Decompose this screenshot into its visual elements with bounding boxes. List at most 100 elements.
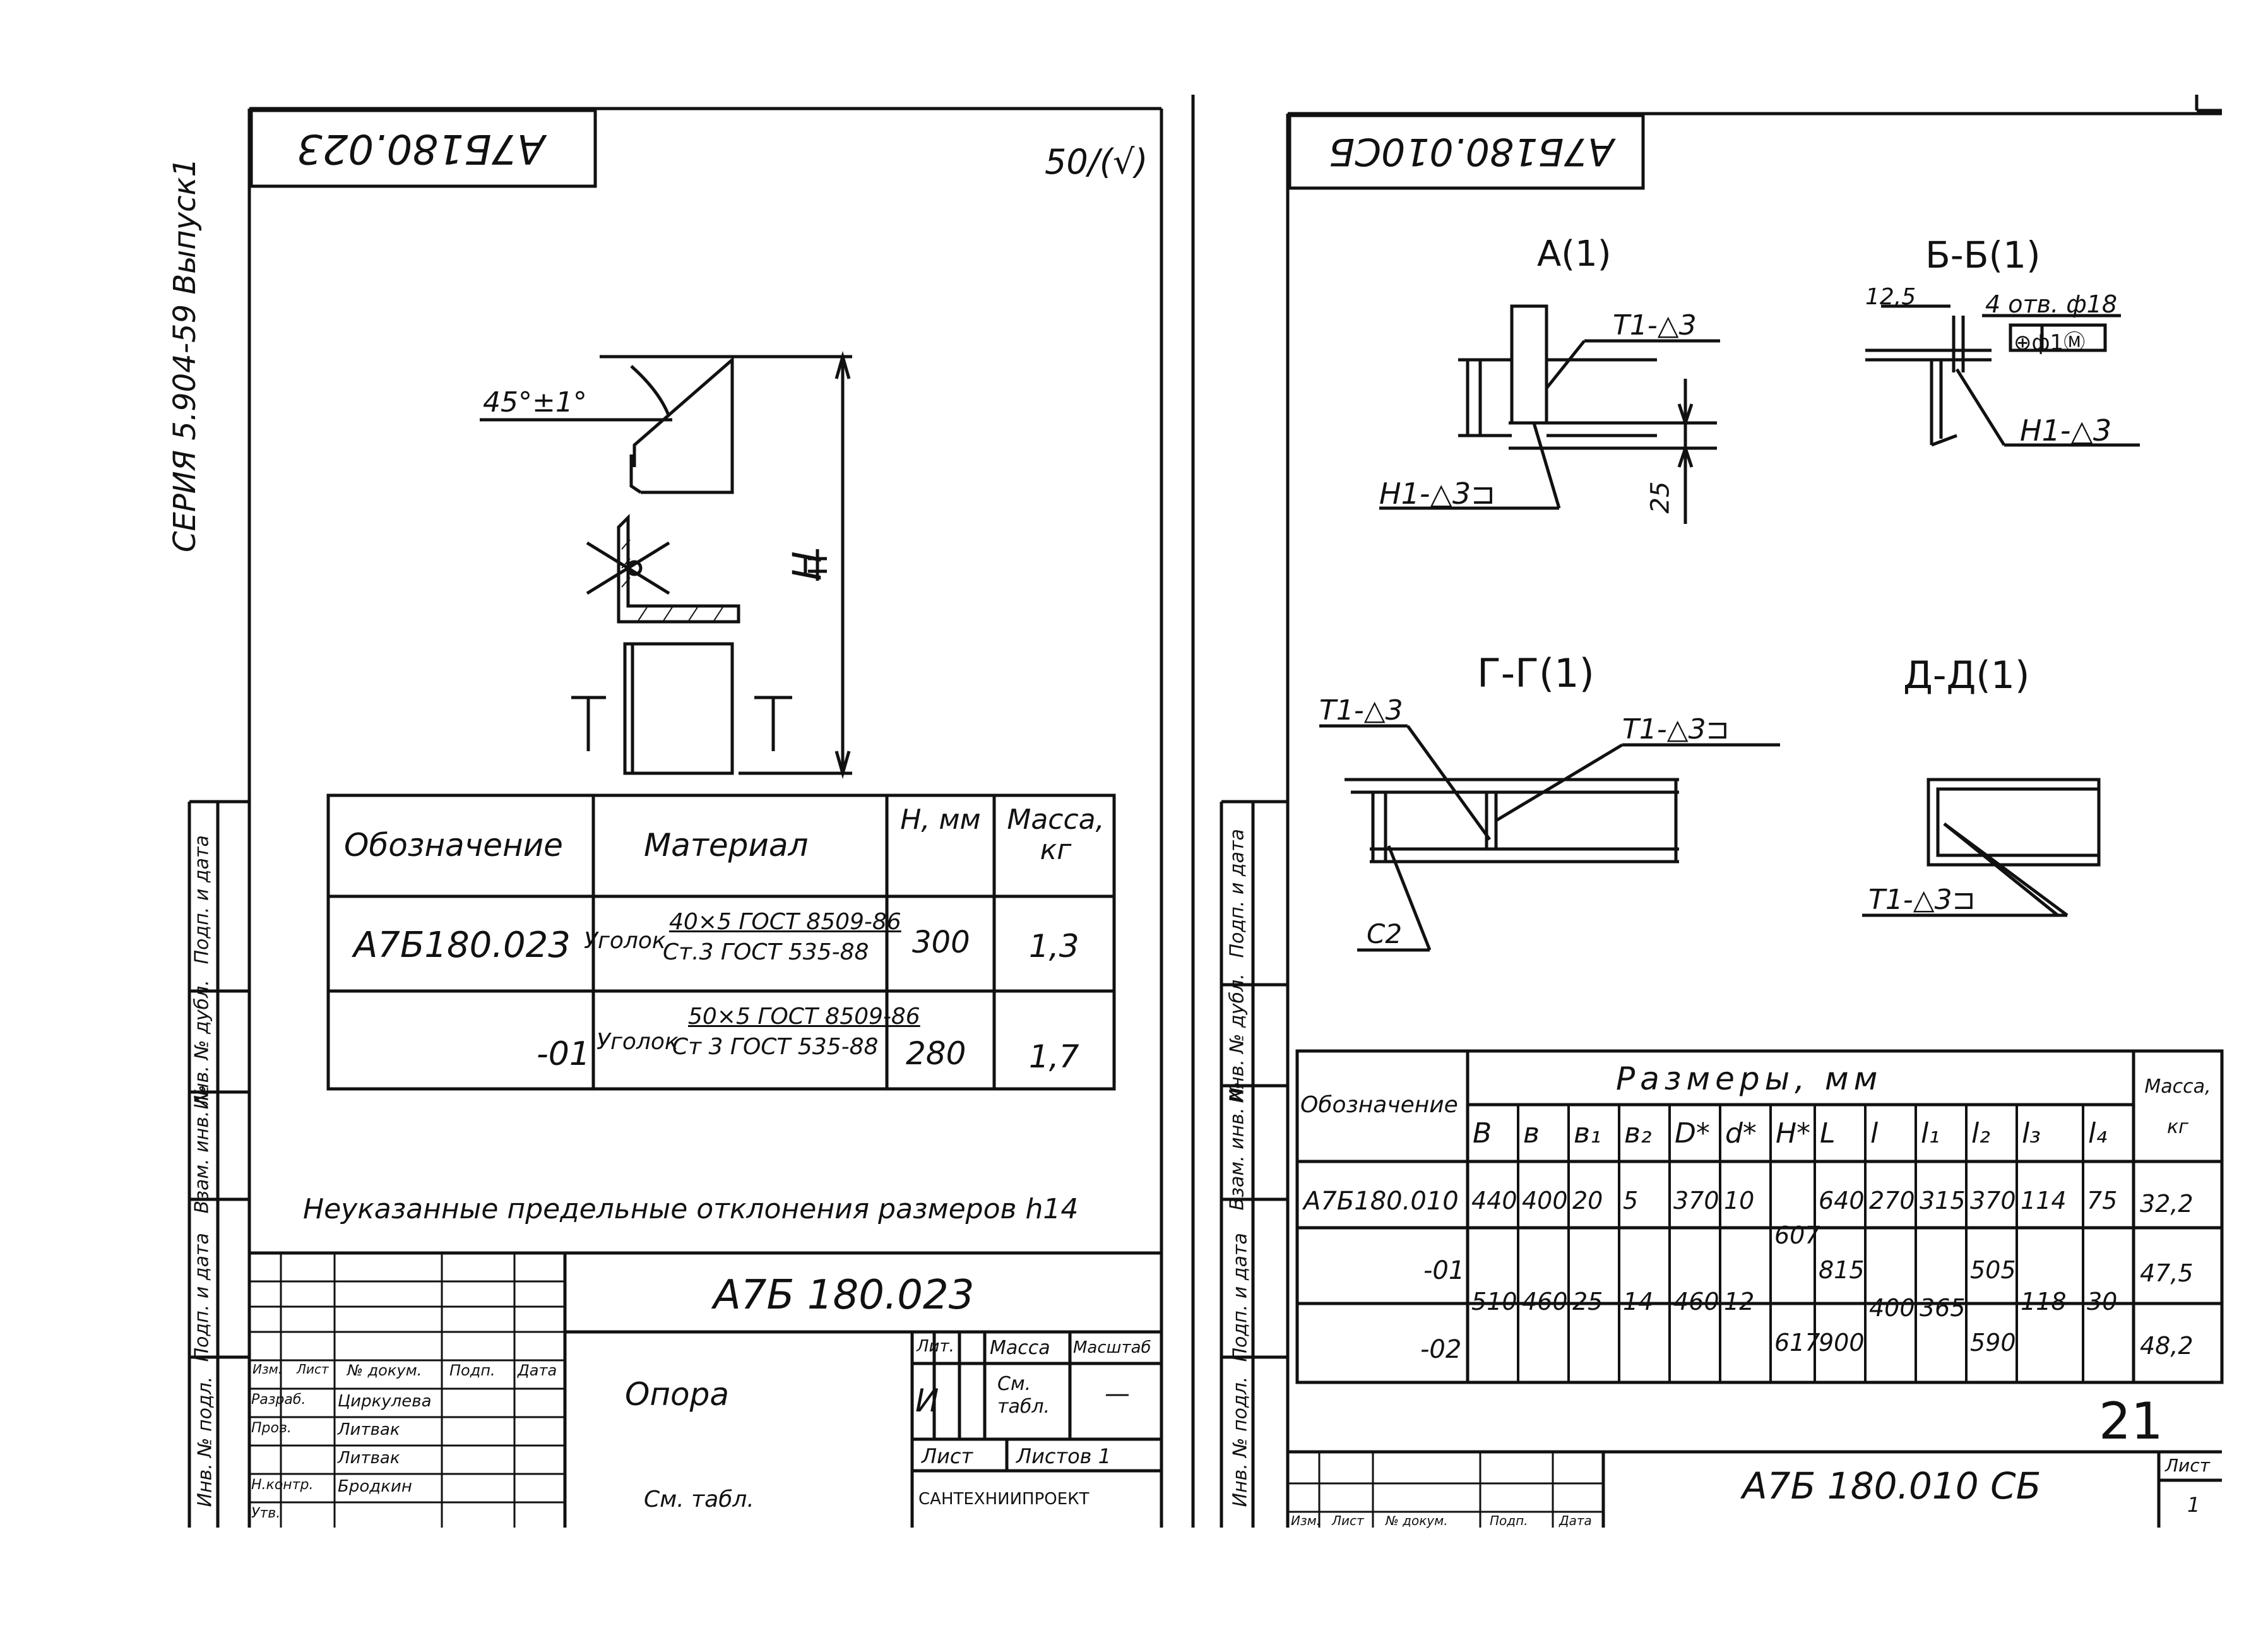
left-doc-number: А7Б 180.023 (713, 1272, 975, 1319)
right-row1-l: 270 (1869, 1187, 1915, 1214)
right-doc-number: А7Б 180.010 СБ (1742, 1464, 2041, 1507)
stamp-col-doc: № докум. (347, 1362, 422, 1379)
left-row1-designation: А7Б180.023 (353, 925, 571, 966)
right-table-col-8: l (1870, 1117, 1879, 1149)
right-row1-l1: 315 (1920, 1187, 1966, 1214)
dim-12-5: 12,5 (1865, 284, 1916, 310)
right-table-col-9: l₁ (1921, 1117, 1940, 1149)
right-table-col-6: H* (1776, 1117, 1811, 1149)
left-side-inv-podl: Инв. № подл. (194, 1376, 217, 1507)
right-row3-H: 617 (1774, 1329, 1820, 1357)
right-side-inv-podl: Инв. № подл. (1229, 1376, 1252, 1507)
left-row2-material-bottom: Ст 3 ГОСТ 535-88 (672, 1034, 879, 1060)
right-row1-D: 370 (1673, 1187, 1719, 1214)
right-row2-l2: 505 (1970, 1256, 2016, 1284)
right-row3-L: 900 (1819, 1329, 1865, 1357)
right-table-header-dims: Размеры, мм (1616, 1060, 1883, 1097)
right-row3-d: 12 (1724, 1288, 1755, 1315)
right-table-col-5: d* (1725, 1117, 1757, 1149)
weld-t1-view-a: Т1-△3 (1613, 309, 1697, 341)
right-bottom-col-list: Лист (1332, 1513, 1364, 1528)
right-row1-B: 440 (1471, 1187, 1517, 1214)
stamp-role-nkontr: Н.контр. (251, 1477, 314, 1493)
series-label: СЕРИЯ 5.904-59 Выпуск1 (167, 158, 203, 552)
weld-n1-view-b: Н1-△3 (2020, 413, 2112, 448)
left-row1-material-top: 40×5 ГОСТ 8509-86 (669, 909, 901, 935)
holes-note: 4 отв. ф18 (1985, 290, 2118, 318)
stamp-col-list: Лист (297, 1362, 329, 1377)
part-name: Опора (625, 1376, 730, 1413)
weld-t1-closed-view-d: Т1-△3⊐ (1868, 884, 1976, 916)
weld-c2: С2 (1367, 918, 1403, 949)
left-row1-mass: 1,3 (1029, 928, 1079, 965)
part-material: См. табл. (644, 1487, 754, 1512)
right-row3-designation: -02 (1420, 1335, 1462, 1364)
page-number: 21 (2099, 1392, 2163, 1451)
right-bottom-col-date: Дата (1559, 1513, 1592, 1528)
right-row1-l4: 75 (2087, 1187, 2118, 1214)
right-table-col-1: в (1523, 1117, 1540, 1149)
right-row2-designation: -01 (1423, 1256, 1465, 1285)
left-table-header-designation: Обозначение (344, 827, 563, 864)
right-row1-designation: А7Б180.010 (1303, 1187, 1459, 1216)
right-row3-l4: 30 (2087, 1288, 2118, 1315)
left-table-header-mass: Масса, кг (1007, 804, 1105, 866)
weld-n1-closed-view-a: Н1-△3⊐ (1379, 477, 1495, 511)
lit-label: Лит. (917, 1337, 954, 1356)
right-row1-L: 640 (1819, 1187, 1865, 1214)
right-row3-B: 510 (1471, 1288, 1517, 1315)
right-bottom-col-izm: Изм. (1291, 1513, 1321, 1528)
left-row1-material-bottom: Ст.3 ГОСТ 535-88 (663, 939, 869, 965)
right-table-col-7: L (1820, 1117, 1836, 1149)
scale-label: Масштаб (1073, 1338, 1151, 1357)
right-side-podp-data-1: Подп. и дата (1229, 1233, 1252, 1362)
stamp-role-utv: Утв. (251, 1505, 281, 1521)
right-table-col-12: l₄ (2088, 1117, 2107, 1149)
right-row2-mass: 47,5 (2140, 1259, 2194, 1287)
right-row1-b2: 5 (1623, 1187, 1639, 1214)
right-row3-b: 460 (1522, 1288, 1568, 1315)
sheets-label: Листов 1 (1016, 1444, 1112, 1468)
sheet-label: Лист (922, 1444, 973, 1468)
right-row3-l1: 365 (1920, 1294, 1966, 1322)
view-a-title: А(1) (1537, 234, 1612, 275)
right-side-inv-dubl: Инв. № дубл. (1226, 973, 1249, 1103)
mass-label: Масса (990, 1337, 1050, 1359)
left-table-header-h: H, мм (900, 804, 981, 836)
right-row1-H: 607 (1774, 1221, 1820, 1249)
right-bottom-col-doc: № докум. (1386, 1513, 1448, 1528)
left-table-header-material: Материал (644, 827, 809, 864)
right-stamp-number: А7Б180.010СБ (1329, 129, 1614, 174)
left-row1-material-prefix: Уголок (584, 928, 666, 954)
right-row3-b2: 14 (1623, 1288, 1654, 1315)
right-row1-b: 400 (1522, 1187, 1568, 1214)
tolerance-note: Неуказанные предельные отклонения размер… (303, 1193, 1079, 1225)
left-row2-mass: 1,7 (1029, 1038, 1079, 1075)
mass-value: См. табл. (997, 1373, 1050, 1418)
view-b-title: Б-Б(1) (1925, 234, 2041, 276)
right-table-header-mass: Масса, кг (2144, 1076, 2211, 1138)
left-row2-designation: -01 (537, 1035, 590, 1073)
right-row2-L: 815 (1819, 1256, 1865, 1284)
stamp-name-2: Литвак (338, 1420, 400, 1439)
right-row3-mass: 48,2 (2140, 1332, 2194, 1360)
right-row1-l3: 114 (2021, 1187, 2067, 1214)
height-dimension-label: H (783, 551, 830, 581)
right-row3-l3: 118 (2021, 1288, 2067, 1315)
stamp-role-razrab: Разраб. (251, 1392, 306, 1408)
roughness-symbol: 50/(√) (1045, 142, 1148, 182)
right-row1-b1: 20 (1572, 1187, 1603, 1214)
right-row1-l2: 370 (1970, 1187, 2016, 1214)
left-row2-material-prefix: Уголок (597, 1029, 679, 1055)
scale-value: — (1105, 1379, 1130, 1408)
stamp-col-sign: Подп. (449, 1362, 496, 1379)
right-table-header-designation: Обозначение (1300, 1092, 1458, 1118)
left-row2-material-top: 50×5 ГОСТ 8509-86 (688, 1004, 920, 1030)
right-row1-d: 10 (1724, 1187, 1755, 1214)
right-bottom-col-sign: Подп. (1490, 1513, 1528, 1528)
lit-value: И (915, 1382, 939, 1419)
dim-25: 25 (1646, 481, 1675, 514)
right-sheet-label: Лист (2165, 1455, 2210, 1476)
right-side-podp-data-2: Подп. и дата (1226, 829, 1249, 958)
